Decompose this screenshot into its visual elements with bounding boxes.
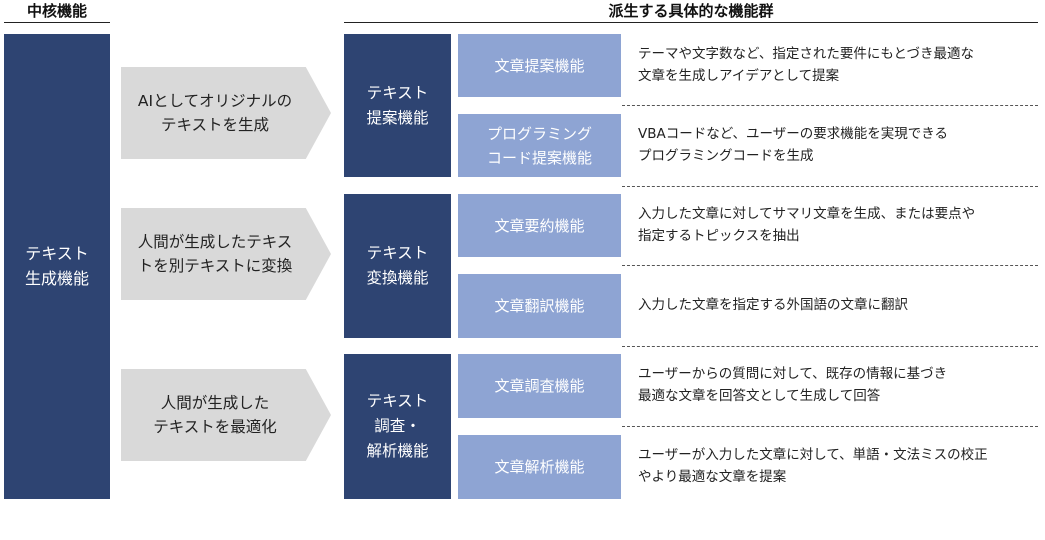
feature-summary-desc: 入力した文章に対してサマリ文章を生成、または要点や 指定するトピックスを抽出: [638, 205, 976, 244]
category-conversion: テキスト 変換機能: [344, 194, 451, 338]
feature-analysis-desc: ユーザーが入力した文章に対して、単語・文法ミスの校正 やより最適な文章を提案: [638, 447, 988, 485]
core-header: 中核機能: [4, 0, 110, 23]
separator-line: [622, 426, 1038, 427]
feature-code-proposal-desc: VBAコードなど、ユーザーの要求機能を実現できる プログラミングコードを生成: [638, 125, 949, 164]
feature-research: 文章調査機能: [458, 354, 621, 418]
core-function-box: テキスト 生成機能: [4, 34, 110, 499]
category-proposal: テキスト 提案機能: [344, 34, 451, 177]
feature-text-proposal: 文章提案機能: [458, 34, 621, 97]
feature-summary: 文章要約機能: [458, 194, 621, 257]
feature-research-desc: ユーザーからの質問に対して、既存の情報に基づき 最適な文章を回答文として生成して…: [638, 366, 948, 404]
separator-line: [622, 105, 1038, 106]
feature-translation: 文章翻訳機能: [458, 274, 621, 338]
arrow-generate: AIとしてオリジナルの テキストを生成: [121, 67, 331, 159]
category-research-analysis: テキスト 調査・ 解析機能: [344, 354, 451, 499]
arrow-optimize: 人間が生成した テキストを最適化: [121, 369, 331, 461]
derived-header: 派生する具体的な機能群: [344, 0, 1038, 23]
feature-text-proposal-desc: テーマや文字数など、指定された要件にもとづき最適な 文章を生成しアイデアとして提…: [638, 45, 975, 84]
separator-line: [622, 265, 1038, 266]
feature-code-proposal: プログラミング コード提案機能: [458, 114, 621, 177]
separator-line: [622, 186, 1038, 187]
feature-translation-desc: 入力した文章を指定する外国語の文章に翻訳: [638, 297, 908, 314]
arrow-convert: 人間が生成したテキス トを別テキストに変換: [121, 208, 331, 300]
separator-line: [622, 346, 1038, 347]
feature-analysis: 文章解析機能: [458, 435, 621, 499]
